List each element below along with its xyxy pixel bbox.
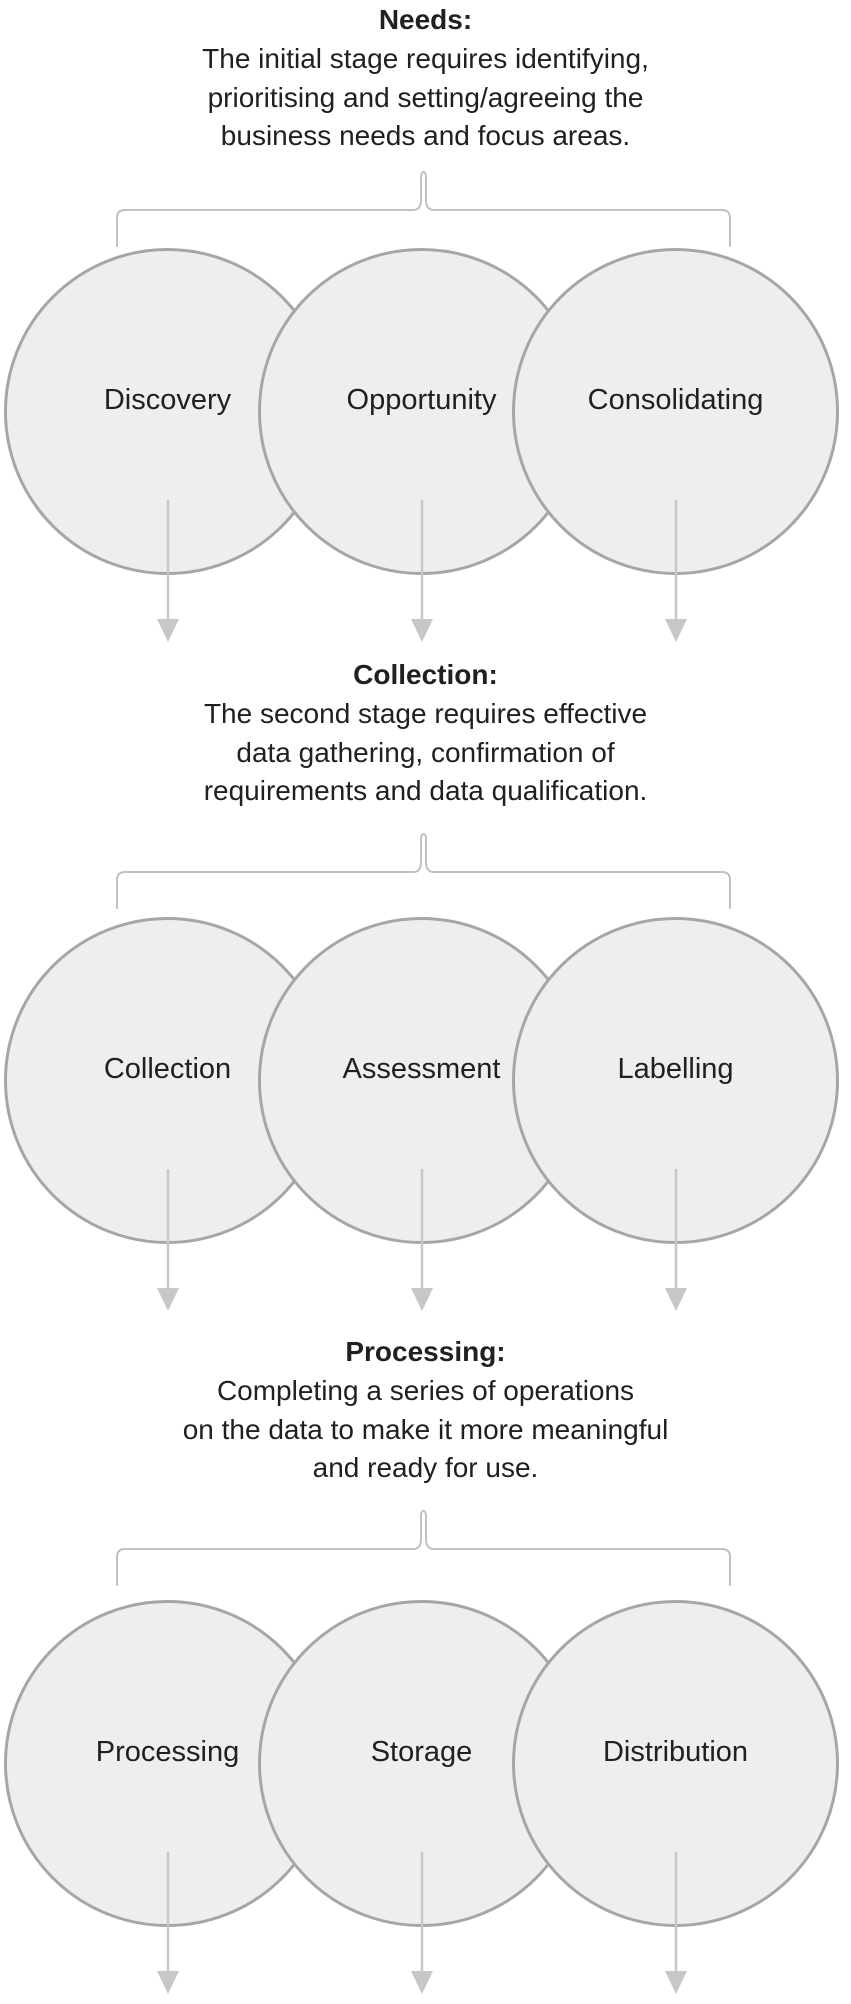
stage-2-header: Collection: The second stage requires ef… bbox=[0, 655, 851, 811]
stage-1-description: The initial stage requires identifying, … bbox=[202, 43, 649, 151]
stage-1-brace bbox=[116, 170, 731, 247]
stage-3-header: Processing: Completing a series of opera… bbox=[0, 1332, 851, 1488]
circle-consolidating-label: Consolidating bbox=[587, 384, 764, 416]
circle-assessment-label: Assessment bbox=[342, 1053, 501, 1085]
stage-2-title: Collection: bbox=[353, 659, 498, 690]
circle-opportunity-label: Opportunity bbox=[346, 384, 497, 416]
stage-3-description: Completing a series of operations on the… bbox=[182, 1375, 669, 1483]
stage-1-title: Needs: bbox=[378, 4, 473, 35]
circle-processing-label: Processing bbox=[95, 1736, 240, 1768]
stage-2-down-arrows bbox=[157, 1169, 687, 1311]
circle-labelling-label: Labelling bbox=[617, 1053, 734, 1085]
circle-labelling: Labelling bbox=[512, 917, 839, 1244]
circle-discovery-label: Discovery bbox=[103, 384, 232, 416]
stage-2-description: The second stage requires effective data… bbox=[203, 698, 648, 806]
stage-1-header: Needs: The initial stage requires identi… bbox=[0, 0, 851, 156]
circle-collection-label: Collection bbox=[103, 1053, 232, 1085]
stage-3-title: Processing: bbox=[345, 1336, 506, 1367]
stage-1-down-arrows bbox=[157, 500, 687, 642]
circle-distribution-label: Distribution bbox=[602, 1736, 749, 1768]
circle-storage-label: Storage bbox=[370, 1736, 473, 1768]
stage-3-down-arrows bbox=[157, 1852, 687, 1994]
stage-2-brace bbox=[116, 832, 731, 909]
stage-3-brace bbox=[116, 1509, 731, 1586]
